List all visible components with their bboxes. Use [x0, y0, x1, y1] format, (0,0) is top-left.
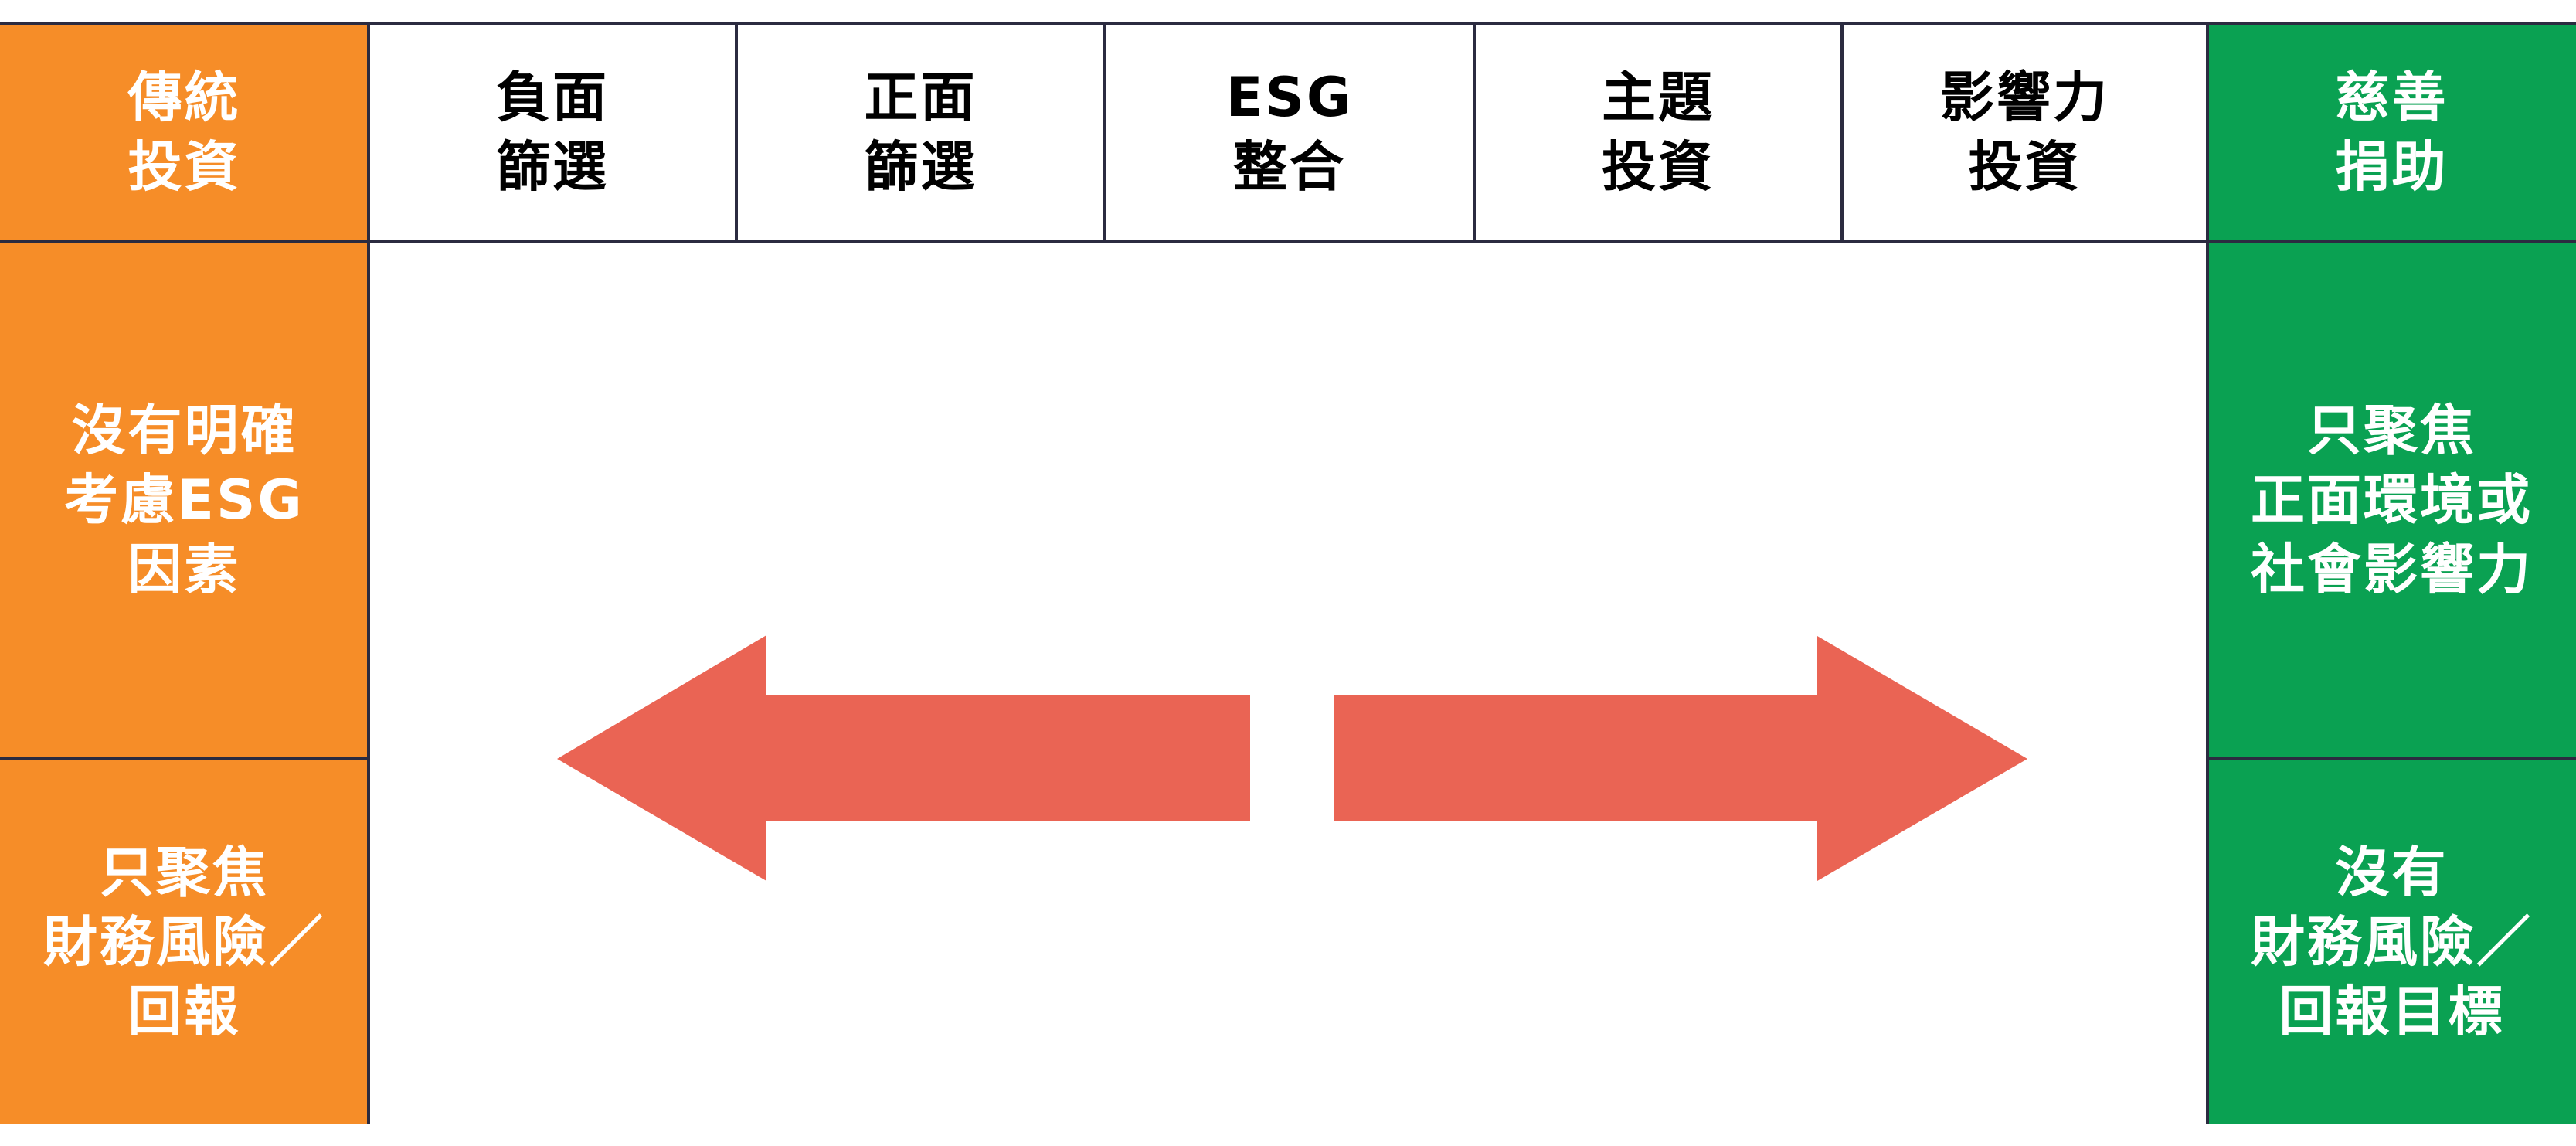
left-financial-focus-text: 只聚焦 財務風險／ 回報 — [43, 840, 325, 1043]
left-arrow — [557, 635, 1250, 881]
header-esg-integration-label: ESG 整合 — [1225, 66, 1354, 199]
right-arrow — [1334, 636, 2027, 881]
left-esg-consideration-cell: 沒有明確 考慮ESG 因素 — [0, 241, 369, 759]
right-no-financial-target-text: 沒有 財務風險／ 回報目標 — [2251, 840, 2533, 1043]
header-thematic-investment: 主題 投資 — [1474, 23, 1842, 241]
right-no-financial-target-cell: 沒有 財務風險／ 回報目標 — [2207, 759, 2576, 1124]
grid-lines — [0, 22, 2576, 1124]
header-negative-screening: 負面 篩選 — [369, 23, 736, 241]
header-thematic-investment-label: 主題 投資 — [1602, 66, 1715, 199]
right-impact-focus-text: 只聚焦 正面環境或 社會影響力 — [2251, 399, 2533, 601]
header-philanthropy: 慈善 捐助 — [2207, 23, 2576, 241]
header-philanthropy-label: 慈善 捐助 — [2335, 66, 2449, 199]
header-traditional-label: 傳統 投資 — [127, 66, 241, 199]
left-financial-focus-cell: 只聚焦 財務風險／ 回報 — [0, 759, 369, 1124]
right-impact-focus-cell: 只聚焦 正面環境或 社會影響力 — [2207, 241, 2576, 759]
header-traditional-investment: 傳統 投資 — [0, 23, 369, 241]
header-impact-investment: 影響力 投資 — [1842, 23, 2207, 241]
header-esg-integration: ESG 整合 — [1105, 23, 1474, 241]
header-impact-investment-label: 影響力 投資 — [1940, 66, 2109, 199]
left-esg-consideration-text: 沒有明確 考慮ESG 因素 — [64, 399, 304, 601]
header-negative-screening-label: 負面 篩選 — [496, 66, 609, 199]
header-positive-screening-label: 正面 篩選 — [864, 66, 977, 199]
header-positive-screening: 正面 篩選 — [736, 23, 1105, 241]
